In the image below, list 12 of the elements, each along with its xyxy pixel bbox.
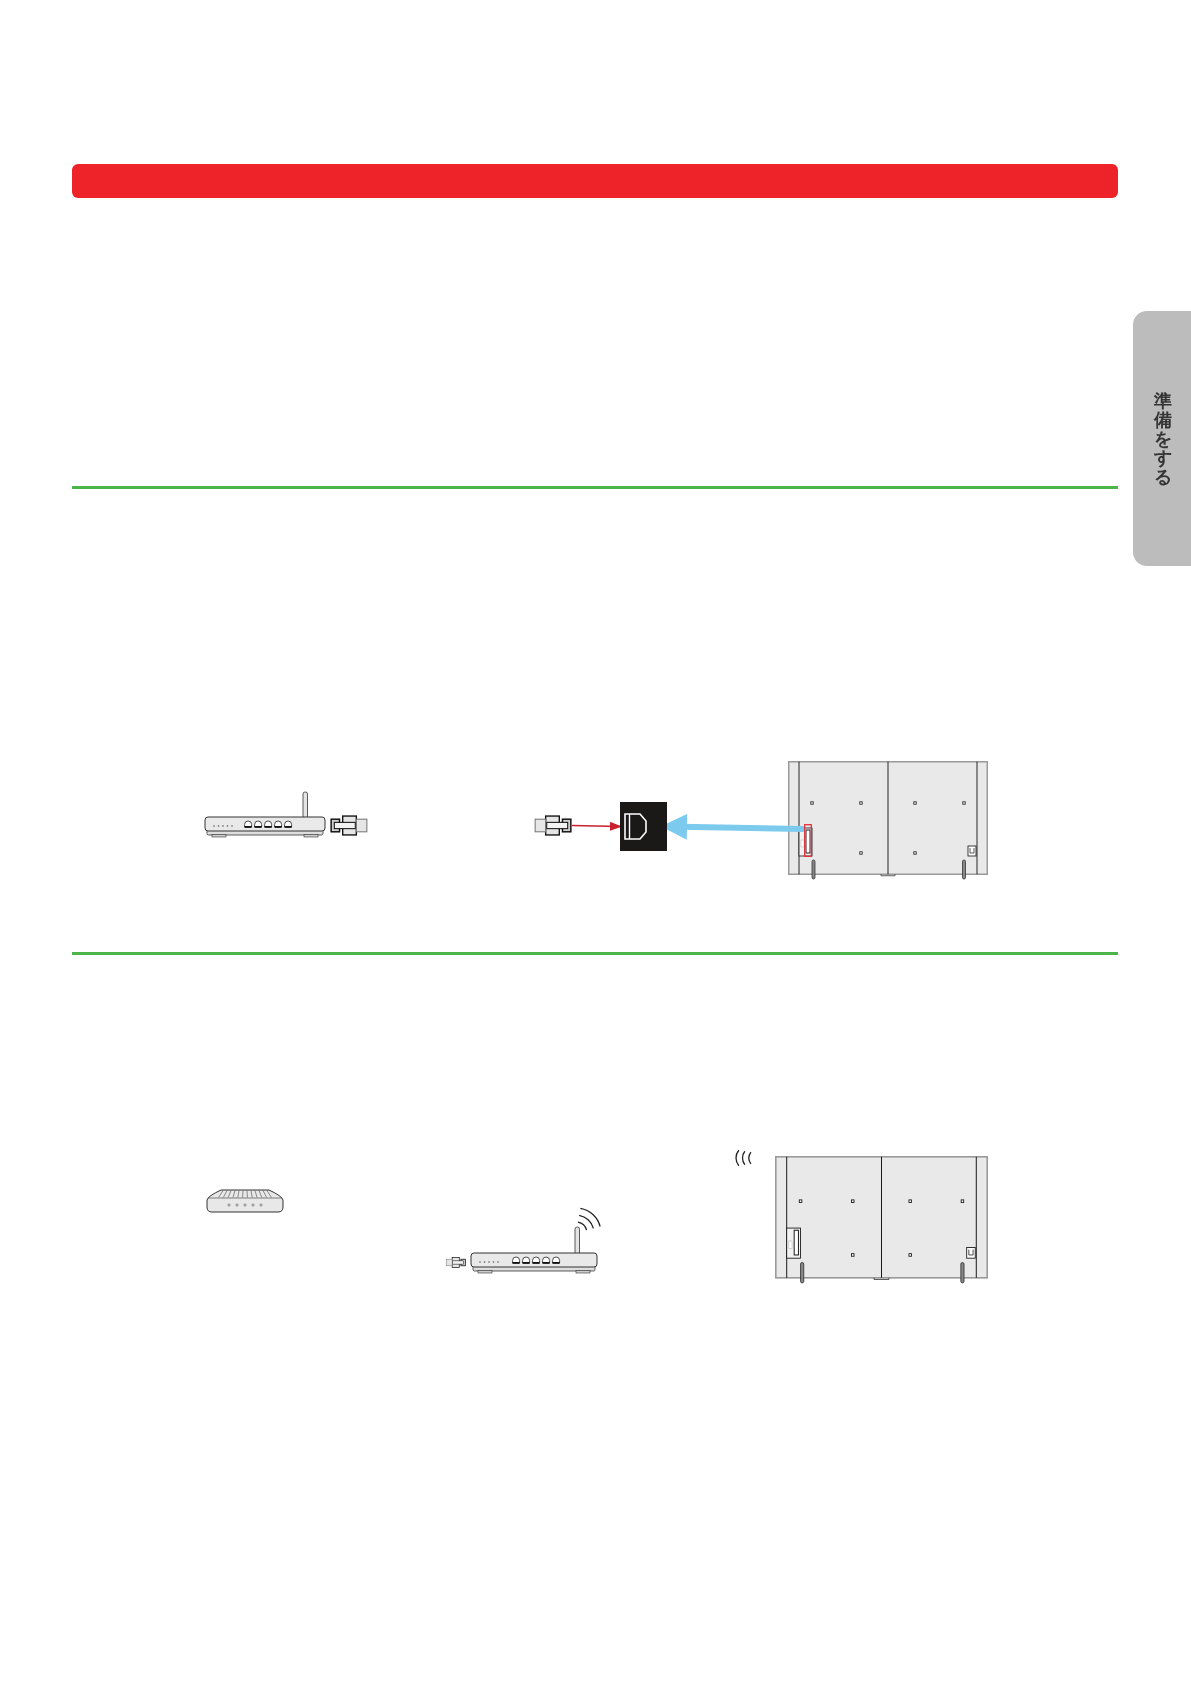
router-drawing bbox=[203, 790, 327, 839]
router-drawing bbox=[469, 1225, 600, 1276]
modem-drawing bbox=[206, 1188, 284, 1214]
tv-back-drawing bbox=[775, 1156, 988, 1284]
lan-plug-drawing bbox=[534, 815, 572, 836]
lan-plug-drawing bbox=[330, 815, 368, 836]
tv-back-drawing bbox=[788, 761, 988, 880]
side-tab bbox=[1133, 311, 1191, 566]
lan-port-icon bbox=[620, 802, 667, 851]
port-highlight-box bbox=[804, 824, 812, 857]
lan-plug-drawing bbox=[446, 1257, 466, 1268]
tab-label: 準備をする bbox=[1153, 391, 1172, 486]
